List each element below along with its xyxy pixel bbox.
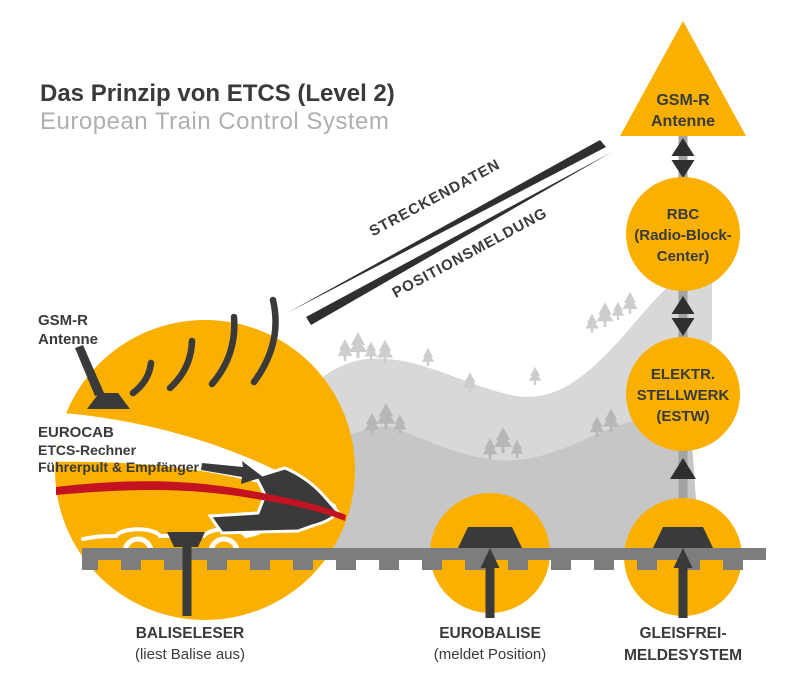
gsmr-left-line2: Antenne [38,331,98,348]
gsmr-line1: GSM-R [656,92,710,109]
arrow-down-icon [671,160,695,178]
gsmr-triangle [620,21,746,136]
eurocab-line2: ETCS-Rechner [38,442,137,458]
rbc-line2: (Radio-Block- [634,227,732,244]
node-estw: ELEKTR. STELLWERK (ESTW) [626,337,740,451]
train-red-stripe [56,481,346,521]
radio-waves-icon [129,296,279,397]
wheel-icon [208,536,240,553]
gsmr-line2: Antenne [651,113,715,130]
gsmr-left-line1: GSM-R [38,312,88,329]
eurobalise-arrow-icon [480,548,500,618]
baliseleser-line2: (liest Balise aus) [135,646,245,663]
estw-line1: ELEKTR. [651,366,715,383]
arrow-up-icon [671,296,695,314]
node-gsmr-antenna: GSM-R Antenne [620,21,746,136]
rbc-line3: Center) [657,248,710,265]
eurobalise-line1: EUROBALISE [439,625,541,642]
train-labels: GSM-R Antenne EUROCAB ETCS-Rechner Führe… [38,312,200,475]
arrow-up-icon [670,458,696,479]
gleisfrei-balise-icon [653,527,713,548]
balise-reader-icon [167,532,205,547]
page-title: Das Prinzip von ETCS (Level 2) [40,80,395,107]
eurocab-pointer-icon [201,461,263,484]
node-rbc: RBC (Radio-Block- Center) [626,177,740,291]
train-body-outline [81,527,260,541]
track-band [82,548,766,560]
rbc-line1: RBC [667,206,700,223]
arrow-down-icon [671,318,695,336]
eurocab-line1: EUROCAB [38,424,114,441]
page-subtitle: European Train Control System [40,108,389,135]
connector-stem [678,290,688,340]
streckendaten-arrow [287,140,606,313]
ground-labels: BALISELESER (liest Balise aus) EUROBALIS… [135,625,742,664]
gleisfrei-line1: GLEISFREI- [640,625,727,642]
baliseleser-stem [182,547,192,616]
eurocab-line3: Führerpult & Empfänger [38,459,200,475]
rbc-circle [626,177,740,291]
estw-line2: STELLWERK [637,387,730,404]
train-scene [55,296,355,620]
railway-track [82,548,766,570]
estw-line3: (ESTW) [656,408,709,425]
train-antenna-icon [75,345,130,409]
gleisfrei-arrow-icon [673,548,693,618]
eurobalise-line2: (meldet Position) [434,646,547,663]
track-ties [82,560,766,570]
header: Das Prinzip von ETCS (Level 2) European … [40,80,395,135]
white-swoosh [55,412,337,512]
arrow-up-icon [671,138,695,156]
eurobalise-icon [458,527,522,548]
wheel-icon [122,536,154,553]
positionsmeldung-arrow [306,152,612,325]
baliseleser-line1: BALISELESER [136,625,245,642]
right-column-connectors [670,134,696,502]
connector-stem [678,134,688,180]
estw-circle [626,337,740,451]
track-devices [182,527,713,618]
gleisfrei-line2: MELDESYSTEM [624,647,742,664]
